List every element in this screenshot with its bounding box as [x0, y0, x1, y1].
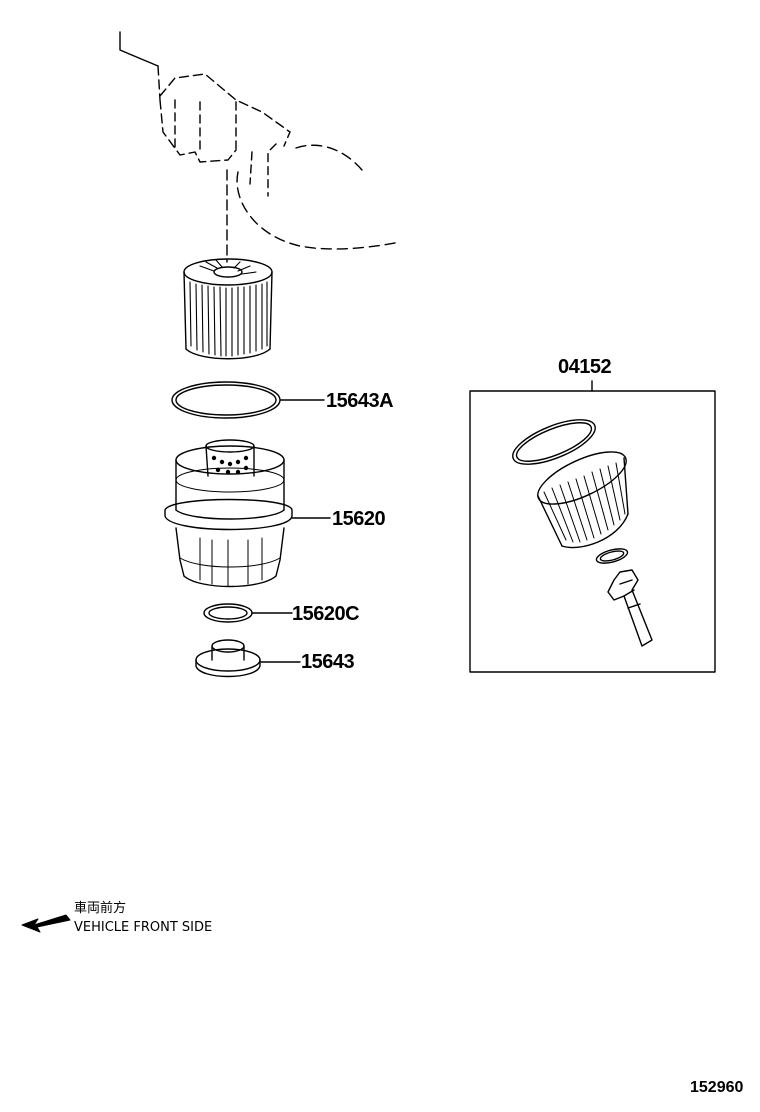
direction-label-jp: 車両前方	[74, 901, 127, 916]
filter-element	[183, 258, 273, 360]
callout-15620: 15620	[332, 508, 386, 530]
o-ring-15643a	[171, 381, 325, 419]
filter-cap-15620	[164, 439, 331, 588]
vehicle-front-arrow-icon	[21, 914, 71, 933]
callout-04152: 04152	[558, 356, 612, 378]
kit-o-ring	[512, 419, 596, 465]
gasket-15620c	[203, 603, 293, 623]
illustration-number: 152960	[690, 1079, 744, 1096]
direction-label-en: VEHICLE FRONT SIDE	[74, 920, 213, 935]
engine-housing-outline	[119, 31, 401, 263]
drain-plug-15643	[195, 639, 301, 678]
callout-15643a: 15643A	[326, 390, 394, 412]
kit-small-gasket	[595, 548, 629, 564]
kit-filter-element	[537, 451, 629, 549]
kit-04152-box	[469, 380, 716, 673]
callout-15643: 15643	[301, 651, 355, 673]
kit-drain-tube	[607, 569, 653, 647]
callout-15620c: 15620C	[292, 603, 360, 625]
